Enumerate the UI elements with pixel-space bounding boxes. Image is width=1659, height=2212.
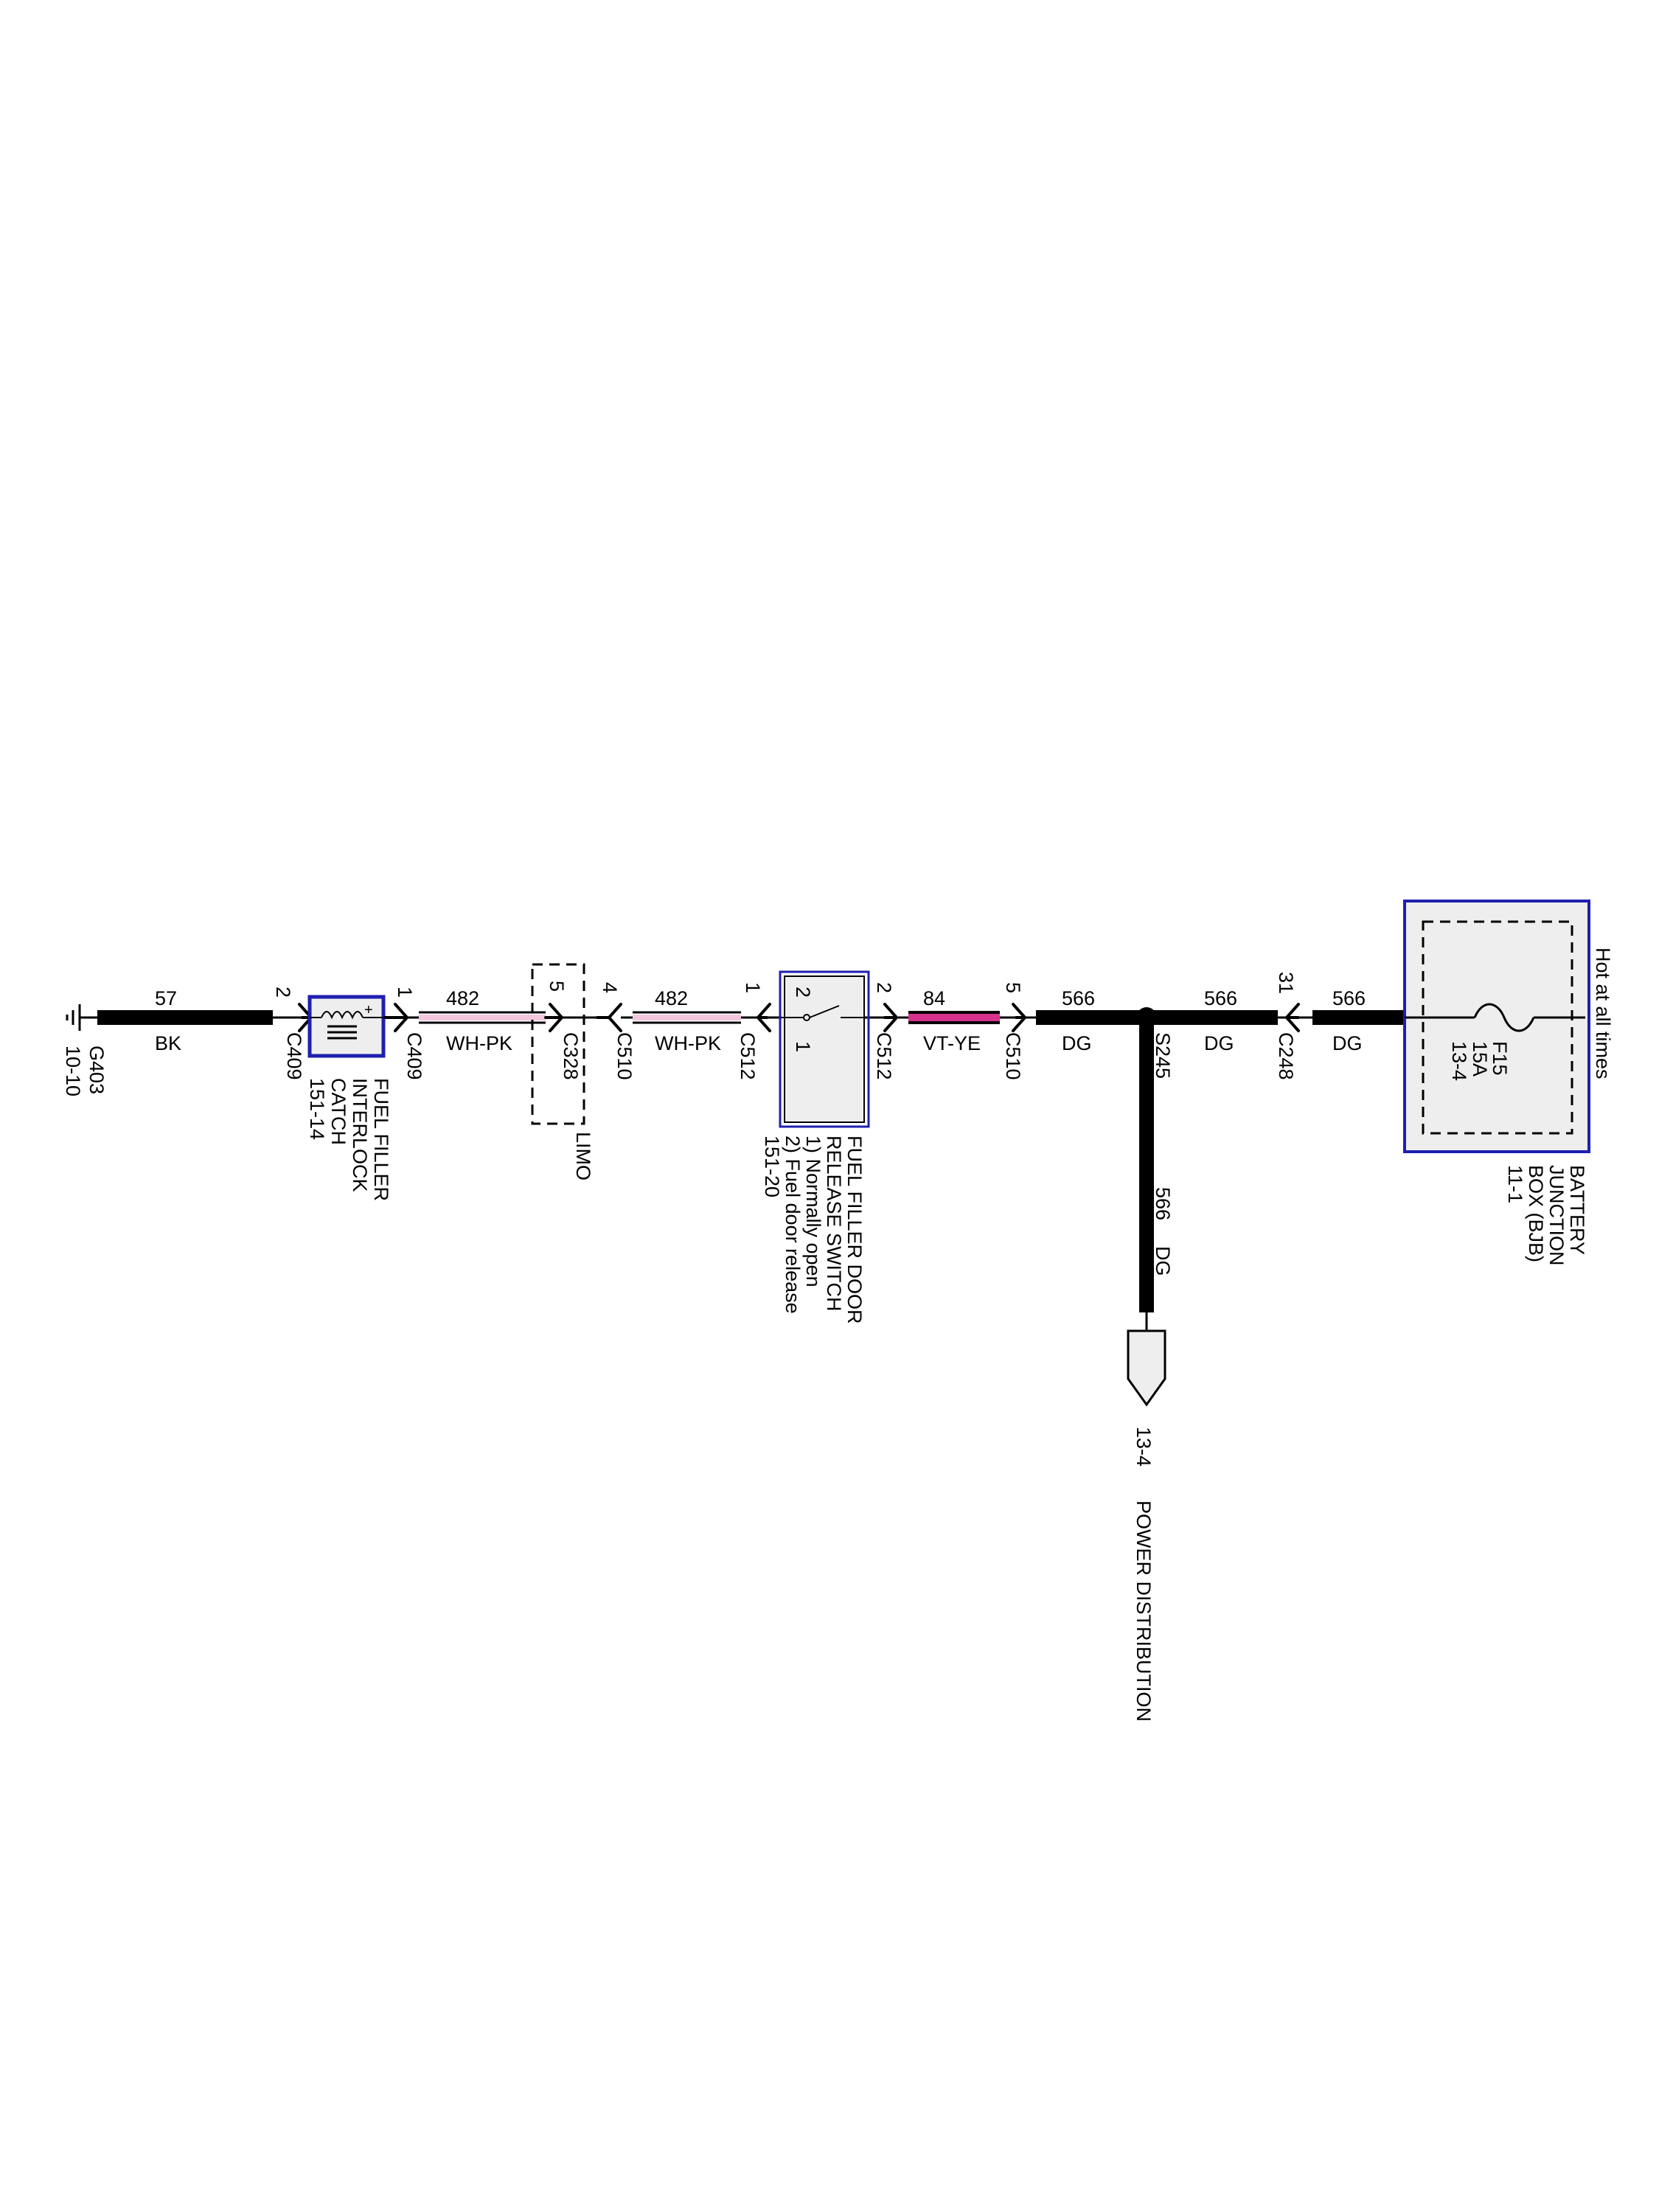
bjb-line2: JUNCTION [1545, 1165, 1568, 1266]
connector-c248-symbol [1285, 1003, 1300, 1032]
connector-c512-right-name: C512 [873, 1032, 895, 1080]
power-dist-ref: 13-4 [1133, 1427, 1155, 1467]
connector-c328-name: C328 [560, 1032, 582, 1080]
fuse-rating: 15A [1469, 1041, 1491, 1077]
interlock-line1: FUEL FILLER [370, 1078, 392, 1201]
fuse-icon [1473, 1003, 1535, 1032]
wire-84-color: VT-YE [923, 1032, 981, 1054]
wire-566d-color: DG [1152, 1246, 1174, 1276]
power-dist-label: POWER DISTRIBUTION [1133, 1500, 1155, 1722]
connector-c409-right-pin: 1 [394, 987, 416, 998]
wire-482b-color: WH-PK [655, 1032, 721, 1054]
wire-566a-circuit: 566 [1062, 987, 1095, 1009]
connector-c512-left-pin: 1 [742, 982, 764, 993]
interlock-solenoid[interactable]: + [307, 995, 386, 1058]
switch-line2: RELEASE SWITCH [823, 1135, 845, 1312]
connector-c409-left-name: C409 [283, 1032, 305, 1080]
hot-at-all-times-label: Hot at all times [1592, 947, 1614, 1079]
wire-482-wh-pk-b[interactable] [633, 1011, 741, 1024]
splice-name: S245 [1152, 1032, 1174, 1079]
connector-c409-left-pin: 2 [272, 987, 294, 998]
wire-482-wh-pk-a[interactable] [419, 1011, 546, 1024]
interlock-line3: CATCH [327, 1078, 349, 1145]
bjb-line3: BOX (BJB) [1525, 1165, 1547, 1262]
wire-482a-circuit: 482 [446, 987, 479, 1009]
wire-84-circuit: 84 [923, 987, 945, 1009]
wire-566a-color: DG [1062, 1032, 1092, 1054]
connector-c248-pin: 31 [1275, 972, 1297, 994]
switch-line4: 2) Fuel door release [782, 1135, 804, 1314]
wire-84-vt-ye[interactable] [908, 1011, 1000, 1024]
wire-566c-color: DG [1332, 1032, 1363, 1054]
limo-option-box [531, 963, 585, 1125]
connector-c512-right-pin: 2 [873, 982, 895, 993]
wire-482b-circuit: 482 [655, 987, 688, 1009]
fuse-ref: 13-4 [1448, 1041, 1470, 1081]
interlock-ref: 151-14 [306, 1078, 328, 1140]
connector-c510-left-symbol [596, 1003, 622, 1032]
battery-junction-box[interactable] [1403, 900, 1590, 1153]
switch-line1: FUEL FILLER DOOR [844, 1135, 866, 1324]
interlock-line2: INTERLOCK [349, 1078, 371, 1192]
connector-c510-left-pin: 4 [599, 982, 621, 993]
interlock-label: FUEL FILLER INTERLOCK CATCH 151-14 [306, 1078, 392, 1201]
page-reference-arrow[interactable] [1127, 1329, 1166, 1407]
connector-c248-name: C248 [1275, 1032, 1297, 1080]
connector-c409-right-symbol [383, 1003, 408, 1032]
wire-566d-circuit: 566 [1152, 1187, 1174, 1220]
switch-label: FUEL FILLER DOOR RELEASE SWITCH 1) Norma… [761, 1135, 866, 1324]
connector-c328-symbol [544, 1003, 563, 1032]
wire-566c-circuit: 566 [1332, 987, 1366, 1009]
switch-pin-a: 2 [792, 987, 814, 998]
connector-c510-right-name: C510 [1002, 1032, 1024, 1080]
connector-c409-right-name: C409 [403, 1032, 425, 1080]
connector-c512-left-name: C512 [737, 1032, 759, 1080]
bjb-ref: 11-1 [1504, 1165, 1526, 1203]
connector-c512-left-symbol [757, 1003, 771, 1032]
connector-c510-left-name: C510 [613, 1032, 636, 1080]
wire-482a-color: WH-PK [446, 1032, 512, 1054]
splice-s245-dot [1136, 1007, 1157, 1028]
wire-566b-circuit: 566 [1204, 987, 1237, 1009]
svg-text:+: + [364, 1002, 373, 1018]
switch-ref: 151-20 [761, 1135, 783, 1197]
connector-c512-right-symbol [883, 1003, 898, 1032]
wire-57-circuit: 57 [155, 987, 177, 1009]
ground-symbol [66, 1004, 81, 1031]
switch-pin-b: 1 [792, 1041, 814, 1052]
limo-label: LIMO [572, 1132, 594, 1180]
switch-line3: 1) Normally open [802, 1135, 824, 1287]
fuse-name: F15 [1489, 1041, 1511, 1076]
connector-c510-right-pin: 5 [1002, 982, 1024, 993]
connector-c510-right-symbol [1012, 1003, 1026, 1032]
bjb-line1: BATTERY [1566, 1165, 1588, 1255]
fuel-door-release-switch[interactable] [779, 970, 870, 1128]
connector-c328-pin: 5 [546, 981, 568, 992]
ground-ref: 10-10 [62, 1046, 84, 1096]
ground-name: G403 [86, 1046, 108, 1094]
bjb-label: BATTERY JUNCTION BOX (BJB) 11-1 [1504, 1165, 1588, 1266]
wire-57-color: BK [155, 1032, 181, 1054]
wire-566b-color: DG [1204, 1032, 1234, 1054]
